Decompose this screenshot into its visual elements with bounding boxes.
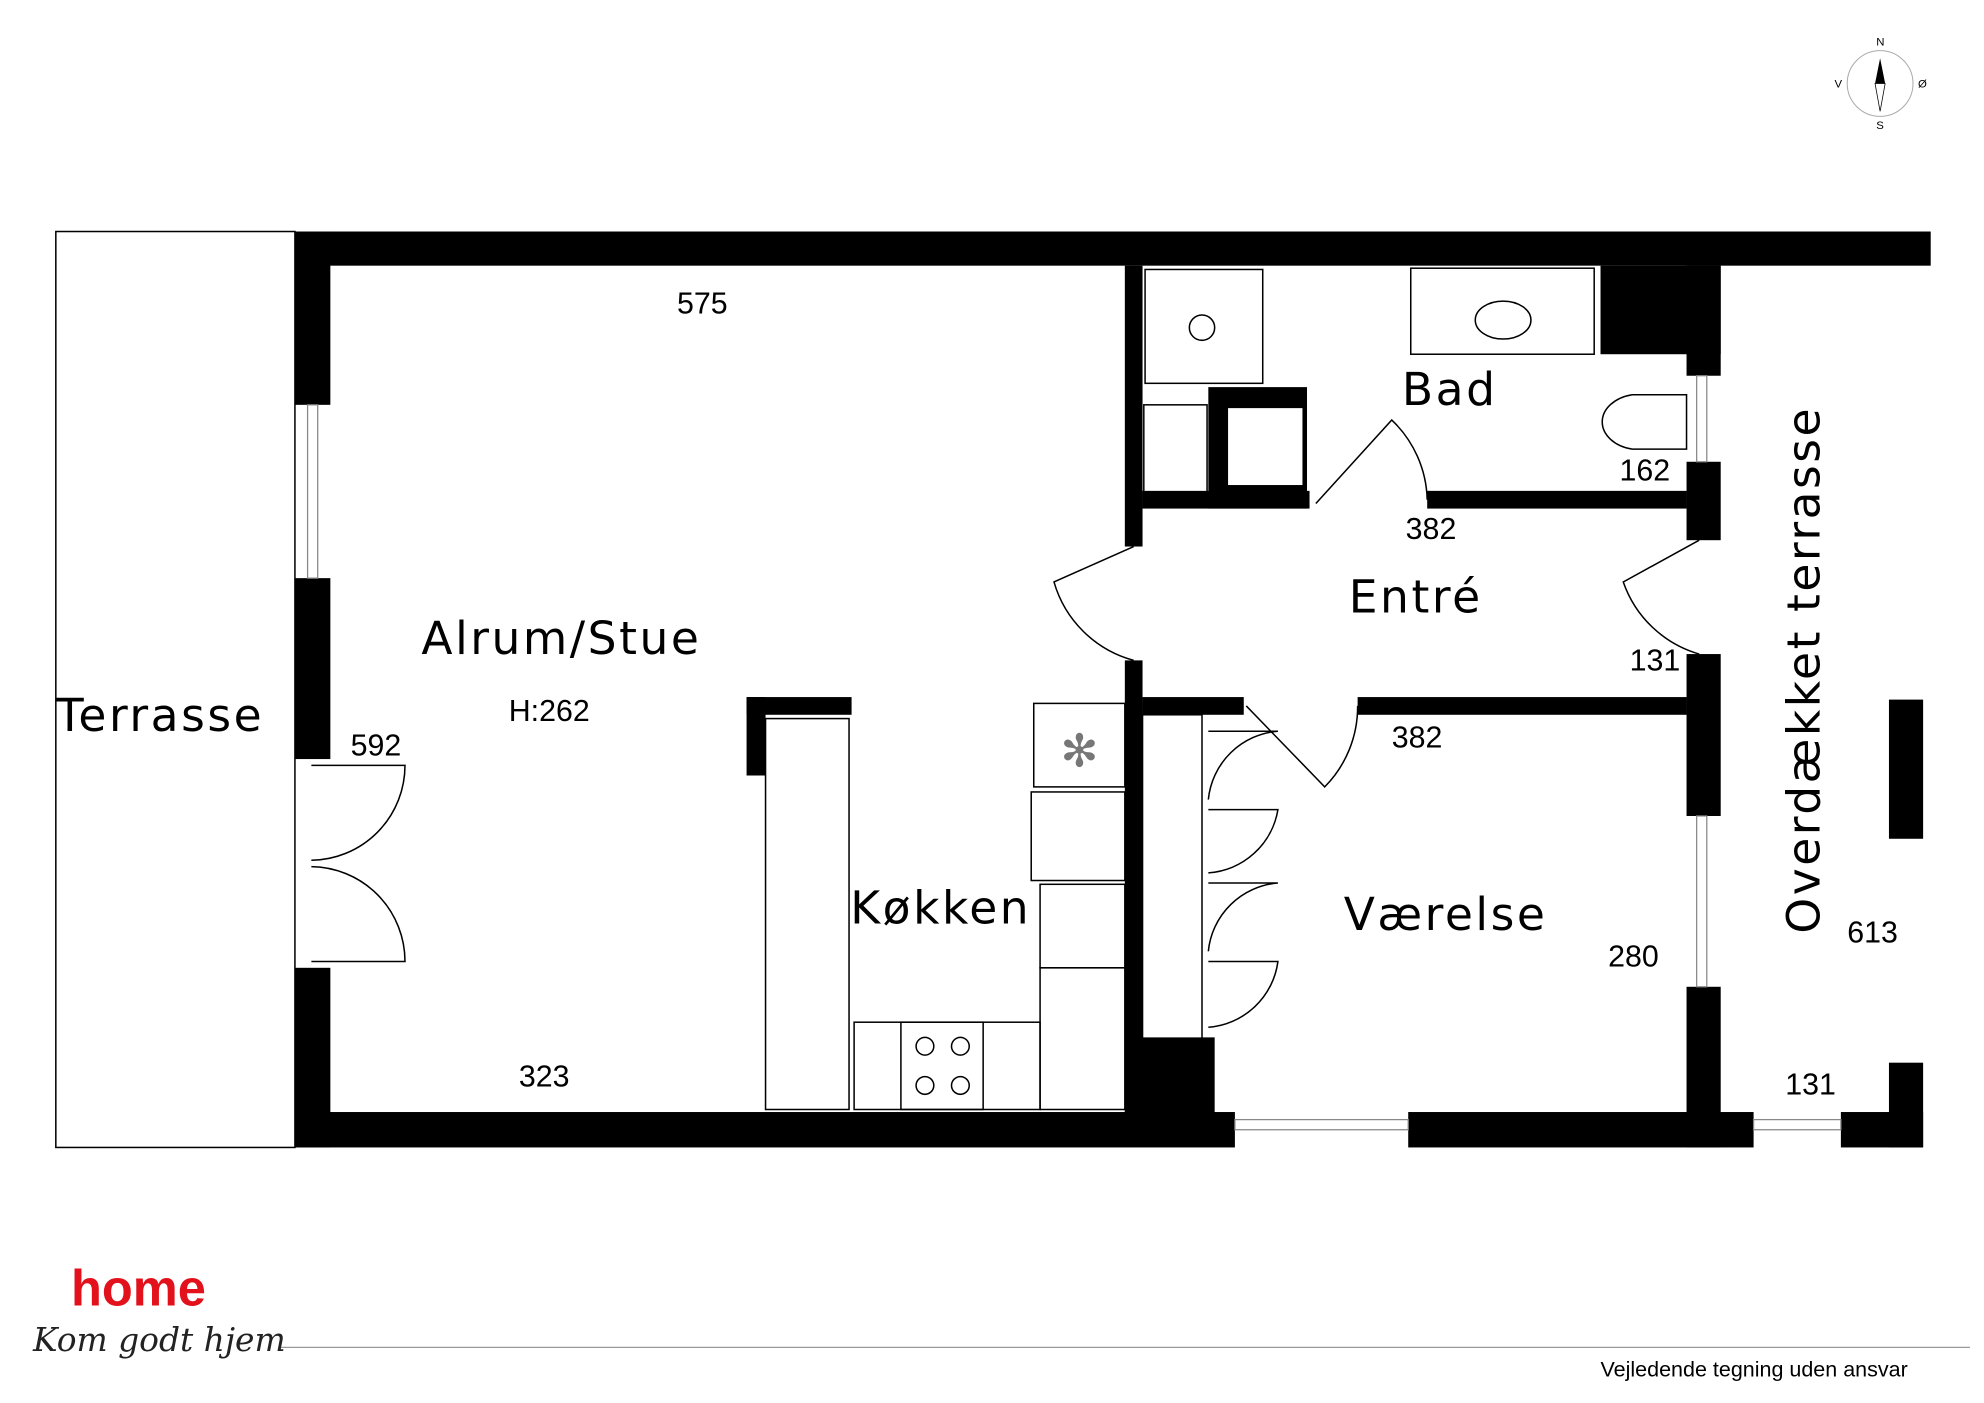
dim-covered-terrace-bottom: 131 — [1785, 1068, 1836, 1101]
kitchen-sink-icon — [1039, 883, 1126, 969]
shower-icon — [1144, 268, 1264, 385]
fixtures: ✻ — [764, 267, 1688, 1111]
room-label-kitchen: Køkken — [850, 882, 1031, 935]
logo-brand: home — [71, 1260, 206, 1317]
room-label-bedroom: Værelse — [1344, 888, 1548, 941]
dim-bedroom: 280 — [1608, 941, 1659, 974]
room-label-entry: Entré — [1349, 570, 1483, 623]
dim-bath-entry: 382 — [1406, 513, 1457, 546]
svg-text:✻: ✻ — [1060, 726, 1098, 777]
dim-living-left: 592 — [351, 729, 402, 762]
dim-entry-side: 131 — [1630, 645, 1681, 678]
logo-tagline: Kom godt hjem — [32, 1320, 286, 1359]
compass-south: S — [1876, 120, 1884, 132]
compass-north: N — [1876, 37, 1884, 49]
dim-living-top: 575 — [677, 288, 728, 321]
dim-covered-terrace: 613 — [1847, 917, 1898, 950]
room-label-bath: Bad — [1402, 363, 1498, 416]
doors — [311, 418, 1700, 1029]
oven-icon — [1030, 791, 1126, 882]
wardrobe-icon — [1141, 714, 1203, 1042]
washer-icon — [1226, 406, 1304, 487]
footer-disclaimer: Vejledende tegning uden ansvar — [1601, 1357, 1908, 1381]
compass: N S V Ø — [1835, 37, 1927, 132]
dim-bath: 162 — [1619, 455, 1670, 488]
fridge-icon — [764, 717, 850, 1111]
room-label-covered-terrace: Overdækket terrasse — [1777, 406, 1830, 934]
compass-needle-icon — [1875, 58, 1886, 84]
stove-icon — [900, 1021, 984, 1111]
toilet-icon — [1601, 393, 1688, 450]
windows — [306, 375, 1842, 1131]
dishwasher-icon — [1032, 702, 1126, 788]
room-label-terrace: Terrasse — [55, 689, 264, 742]
dim-entry-bedroom: 382 — [1392, 722, 1443, 755]
living-height: H:262 — [509, 695, 590, 728]
sink-icon — [1409, 267, 1595, 355]
dim-living-bottom: 323 — [519, 1061, 570, 1094]
compass-east: Ø — [1918, 78, 1927, 90]
walls — [294, 231, 1931, 1148]
compass-west: V — [1835, 78, 1843, 90]
room-label-living: Alrum/Stue — [421, 612, 701, 665]
home-logo: home Kom godt hjem — [32, 1260, 286, 1360]
